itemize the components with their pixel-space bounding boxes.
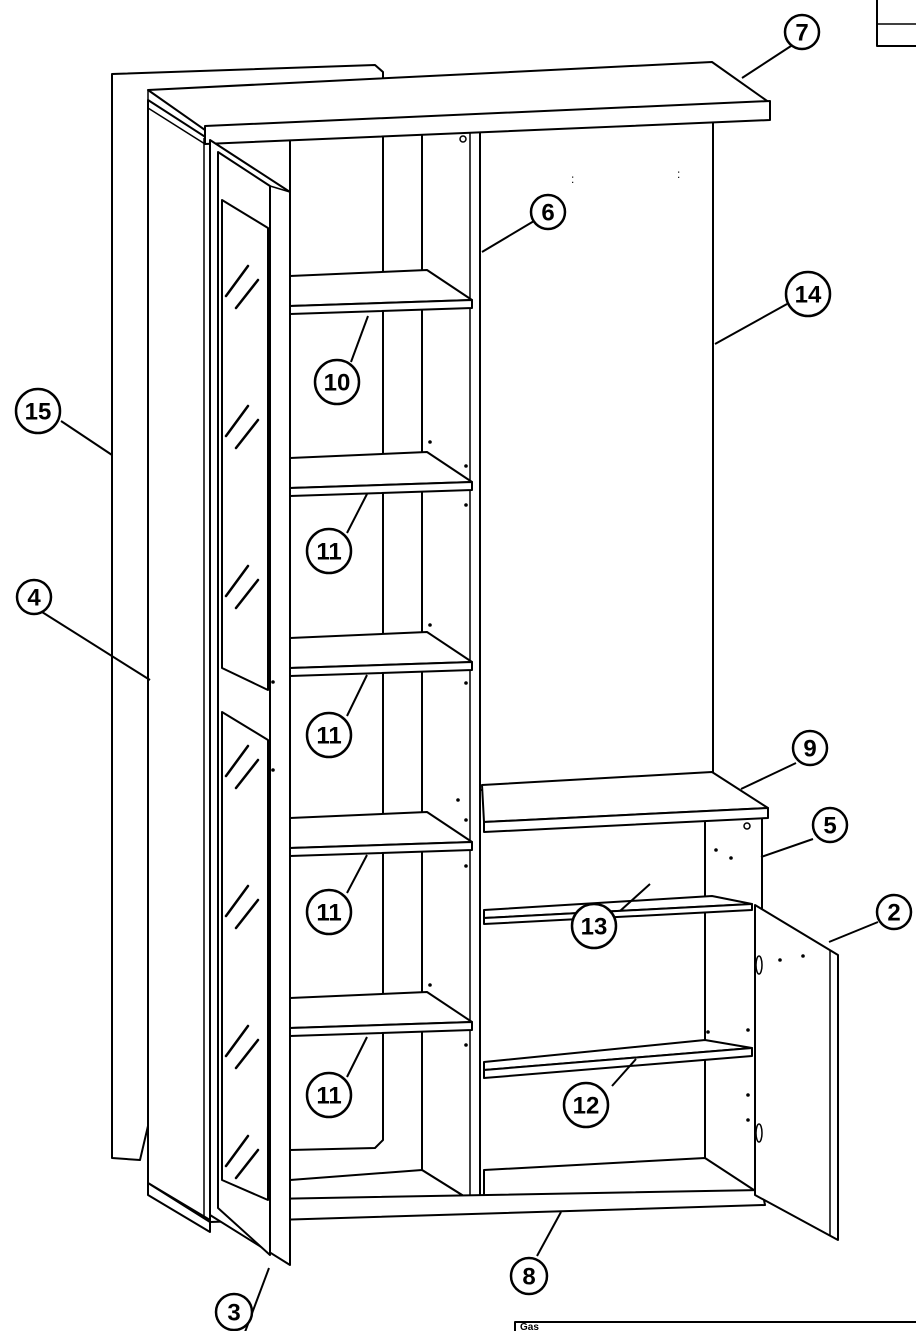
callout-12: 12	[562, 1081, 610, 1129]
callout-11-shelf-5: 11	[305, 1071, 353, 1119]
svg-text:14: 14	[795, 282, 822, 309]
door-glass-lower	[221, 711, 269, 1201]
door-glass-upper	[221, 199, 269, 691]
callout-11-shelf-2: 11	[305, 527, 353, 575]
callout-7: 7	[783, 13, 821, 51]
top-panel-front-edge	[204, 100, 771, 145]
callout-6: 6	[529, 193, 567, 231]
shelf-pin-holes	[271, 440, 750, 1122]
leader-lines	[41, 45, 879, 1331]
svg-text:10: 10	[324, 370, 351, 397]
svg-text:3: 3	[227, 1300, 240, 1327]
svg-text::: :	[677, 167, 680, 181]
svg-text:15: 15	[25, 399, 52, 426]
svg-text:11: 11	[316, 539, 341, 566]
callout-10: 10	[313, 358, 361, 406]
callout-13: 13	[570, 902, 618, 950]
svg-text:9: 9	[803, 736, 816, 763]
callout-5: 5	[811, 806, 849, 844]
callout-11-shelf-4: 11	[305, 888, 353, 936]
callout-11-shelf-3: 11	[305, 711, 353, 759]
title-block-label: Gas	[520, 1322, 539, 1331]
svg-text:13: 13	[581, 914, 608, 941]
svg-text:8: 8	[522, 1264, 535, 1291]
right-side-panel-part-5	[704, 814, 763, 1196]
callout-14: 14	[784, 270, 832, 318]
svg-text:7: 7	[795, 20, 808, 47]
callout-8: 8	[509, 1256, 549, 1296]
svg-text:2: 2	[887, 900, 900, 927]
svg-text:4: 4	[27, 585, 41, 612]
svg-text:11: 11	[316, 900, 341, 927]
callout-2: 2	[875, 893, 913, 931]
glass-hatch-marks	[224, 264, 260, 1180]
svg-text:11: 11	[316, 1083, 341, 1110]
back-board-part-14	[479, 117, 714, 791]
svg-text:12: 12	[573, 1093, 600, 1120]
left-shelves	[289, 269, 473, 1037]
left-side-panel-part-4	[147, 99, 211, 1221]
callout-15: 15	[14, 387, 62, 435]
svg-text:5: 5	[823, 813, 836, 840]
right-door-part-2	[754, 904, 839, 1241]
callout-9: 9	[791, 729, 829, 767]
svg-text:11: 11	[316, 723, 341, 750]
callout-3: 3	[214, 1292, 254, 1331]
callout-4: 4	[15, 578, 53, 616]
svg-text:6: 6	[541, 200, 554, 227]
svg-text::: :	[571, 172, 574, 186]
